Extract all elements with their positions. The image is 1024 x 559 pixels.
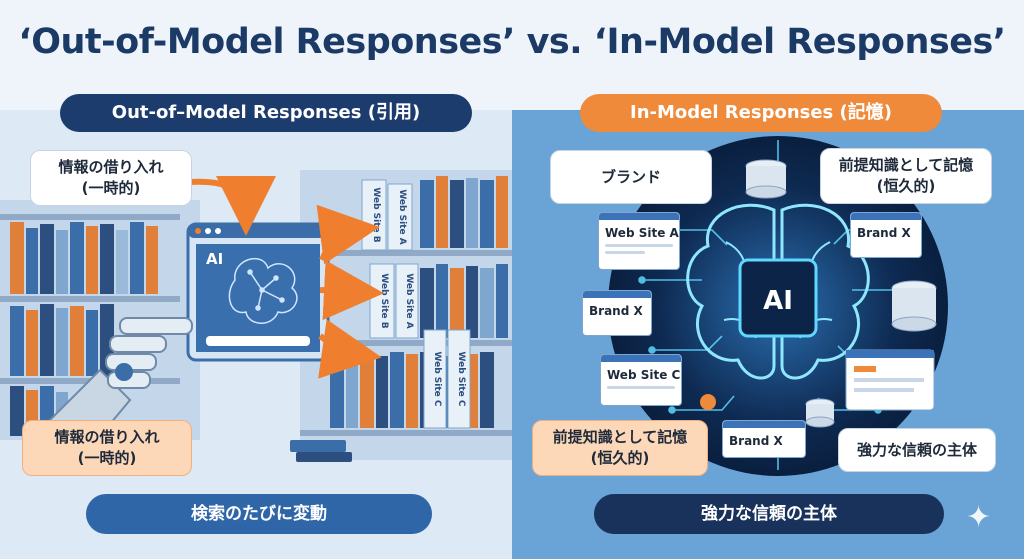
- card-web-site-c: Web Site C: [600, 354, 682, 406]
- arrow-bubble-to-screen: [189, 175, 276, 236]
- bubble-line: 前提知識として記憶: [552, 428, 688, 446]
- ai-chip: AI: [738, 258, 818, 338]
- database-icon-bottom: [805, 398, 835, 428]
- bubble-line: (恒久的): [876, 177, 936, 195]
- bubble-line: 情報の借り入れ: [54, 428, 160, 446]
- card-label: Web Site C: [607, 368, 681, 382]
- labeled-book-2: Web Site A: [387, 183, 413, 251]
- card-label: Brand X: [589, 304, 643, 318]
- ai-screen-window: AI: [186, 222, 330, 362]
- webpage-icon-right: [845, 349, 935, 411]
- brand-bubble: ブランド: [550, 150, 712, 204]
- sparkle-icon: ✦: [966, 500, 992, 535]
- premise-memory-bubble-bottom: 前提知識として記憶 (恒久的): [532, 420, 708, 476]
- trust-bubble: 強力な信頼の主体: [838, 428, 996, 472]
- book-label-5: Web Site C: [432, 352, 442, 407]
- bubble-line: (恒久的): [590, 449, 650, 467]
- user-pin-icon: [700, 394, 716, 410]
- bubble-line: ブランド: [600, 168, 661, 186]
- search-bar: [206, 336, 310, 346]
- bubble-line: 前提知識として記憶: [838, 156, 974, 174]
- premise-memory-bubble-top: 前提知識として記憶 (恒久的): [820, 148, 992, 204]
- borrow-info-bubble-top: 情報の借り入れ (一時的): [30, 150, 192, 206]
- book-label-4: Web Site A: [404, 273, 414, 328]
- card-label: Brand X: [857, 226, 911, 240]
- labeled-book-3: Web Site B: [369, 263, 395, 339]
- ai-screen-label: AI: [206, 250, 223, 268]
- book-label-3: Web Site B: [379, 273, 389, 328]
- bubble-line: (一時的): [77, 449, 137, 467]
- library-illustration: Web Site B Web Site A Web Site B Web Sit…: [0, 170, 512, 462]
- bubble-line: 情報の借り入れ: [58, 158, 164, 176]
- card-brand-x-top: Brand X: [850, 212, 922, 258]
- labeled-book-4: Web Site A: [395, 263, 419, 339]
- labeled-book-6: Web Site C: [447, 329, 471, 429]
- card-web-site-a: Web Site A: [598, 212, 680, 270]
- right-header: In-Model Responses (記憶): [580, 94, 942, 132]
- arrow-screen-to-books-2: [319, 260, 384, 321]
- left-shelf-books: [0, 214, 180, 436]
- fallen-book: [290, 440, 346, 452]
- book-label-6: Web Site C: [456, 352, 466, 407]
- left-footer: 検索のたびに変動: [86, 494, 432, 534]
- arrow-screen-to-books-1: [316, 204, 380, 265]
- labeled-book-5: Web Site C: [423, 329, 447, 429]
- bubble-line: (一時的): [81, 179, 141, 197]
- page-title: ‘Out-of-Model Responses’ vs. ‘In-Model R…: [18, 22, 1006, 62]
- brain-icon: [228, 257, 298, 324]
- labeled-book-1: Web Site B: [361, 179, 387, 251]
- database-icon-right: [891, 280, 937, 332]
- bubble-line: 強力な信頼の主体: [856, 441, 977, 459]
- borrow-info-bubble-bottom: 情報の借り入れ (一時的): [22, 420, 192, 476]
- arrow-screen-to-books-3: [318, 319, 382, 379]
- card-brand-x-left: Brand X: [582, 290, 652, 336]
- card-label: Web Site A: [605, 226, 679, 240]
- book-label-1: Web Site B: [371, 187, 381, 242]
- database-icon: [745, 159, 787, 199]
- card-brand-x-bottom: Brand X: [722, 420, 806, 458]
- book-label-2: Web Site A: [397, 189, 407, 244]
- left-header: Out-of–Model Responses (引用): [60, 94, 472, 132]
- fallen-book-2: [296, 452, 352, 462]
- ai-chip-label: AI: [763, 286, 793, 316]
- right-footer: 強力な信頼の主体: [594, 494, 944, 534]
- card-label: Brand X: [729, 434, 783, 448]
